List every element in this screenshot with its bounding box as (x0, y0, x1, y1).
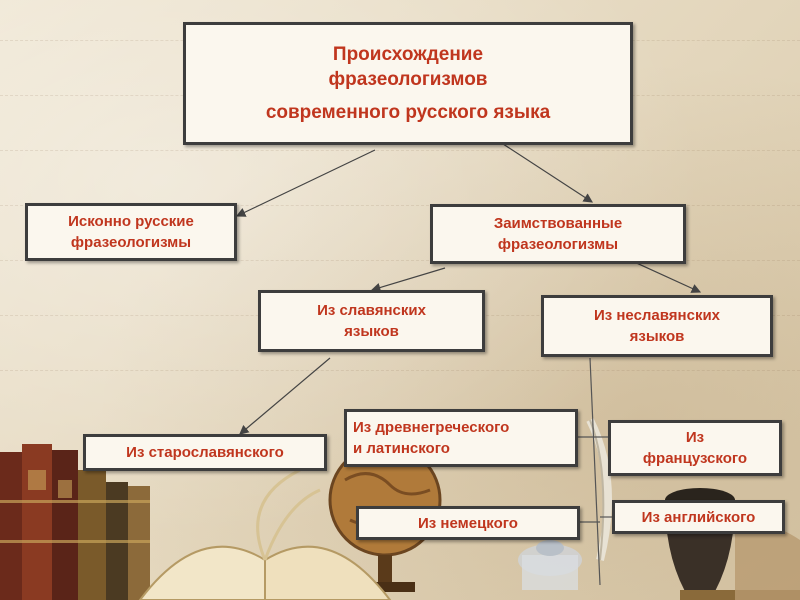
borrowed-phraseologisms-box: Заимствованные фразеологизмы (430, 204, 686, 264)
title-line-3: современного русского языка (265, 102, 551, 123)
line-nonslavic-to-children (589, 357, 601, 586)
nonslavic-languages-box: Из неславянских языков (541, 295, 773, 357)
french-line-2: французского (642, 450, 748, 467)
greek-latin-line-1: Из древнегреческого (353, 419, 510, 436)
old-slavonic-box: Из старославянского (83, 434, 327, 471)
title-line-1: Происхождение (332, 44, 484, 65)
arrow-title-to-borrowed (499, 141, 594, 203)
english-label: Из английского (641, 508, 756, 526)
nonslavic-line-1: Из неславянских (593, 307, 721, 324)
slavic-line-1: Из славянских (317, 302, 426, 319)
french-box: Из французского (608, 420, 782, 476)
borrowed-line-1: Заимствованные (493, 215, 623, 232)
arrow-borrowed-to-nonslavic (629, 259, 702, 293)
english-box: Из английского (612, 500, 785, 534)
title-line-2: фразеологизмов (328, 69, 488, 90)
german-label: Из немецкого (418, 514, 518, 532)
nonslavic-line-2: языков (629, 328, 685, 345)
arrow-borrowed-to-slavic (370, 267, 446, 293)
old-slavonic-label: Из старославянского (126, 444, 284, 461)
greek-latin-box: Из древнегреческого и латинского (344, 409, 578, 467)
native-line-2: фразеологизмы (70, 234, 192, 251)
german-box: Из немецкого (356, 506, 580, 540)
open-book-icon (138, 468, 392, 600)
greek-latin-line-2: и латинского (353, 440, 450, 457)
inkwell-icon (518, 540, 582, 590)
arrow-title-to-native (235, 149, 376, 217)
book-stack-icon (0, 444, 150, 600)
native-line-1: Исконно русские (68, 213, 194, 230)
arrow-slavic-to-old-slavonic (239, 357, 331, 435)
borrowed-line-2: фразеологизмы (497, 236, 619, 253)
slavic-languages-box: Из славянских языков (258, 290, 485, 352)
native-phraseologisms-box: Исконно русские фразеологизмы (25, 203, 237, 261)
slavic-line-2: языков (344, 323, 399, 340)
title-box: Происхождение фразеологизмов современног… (183, 22, 633, 145)
quill-icon (586, 418, 612, 561)
french-line-1: Из (685, 429, 705, 446)
